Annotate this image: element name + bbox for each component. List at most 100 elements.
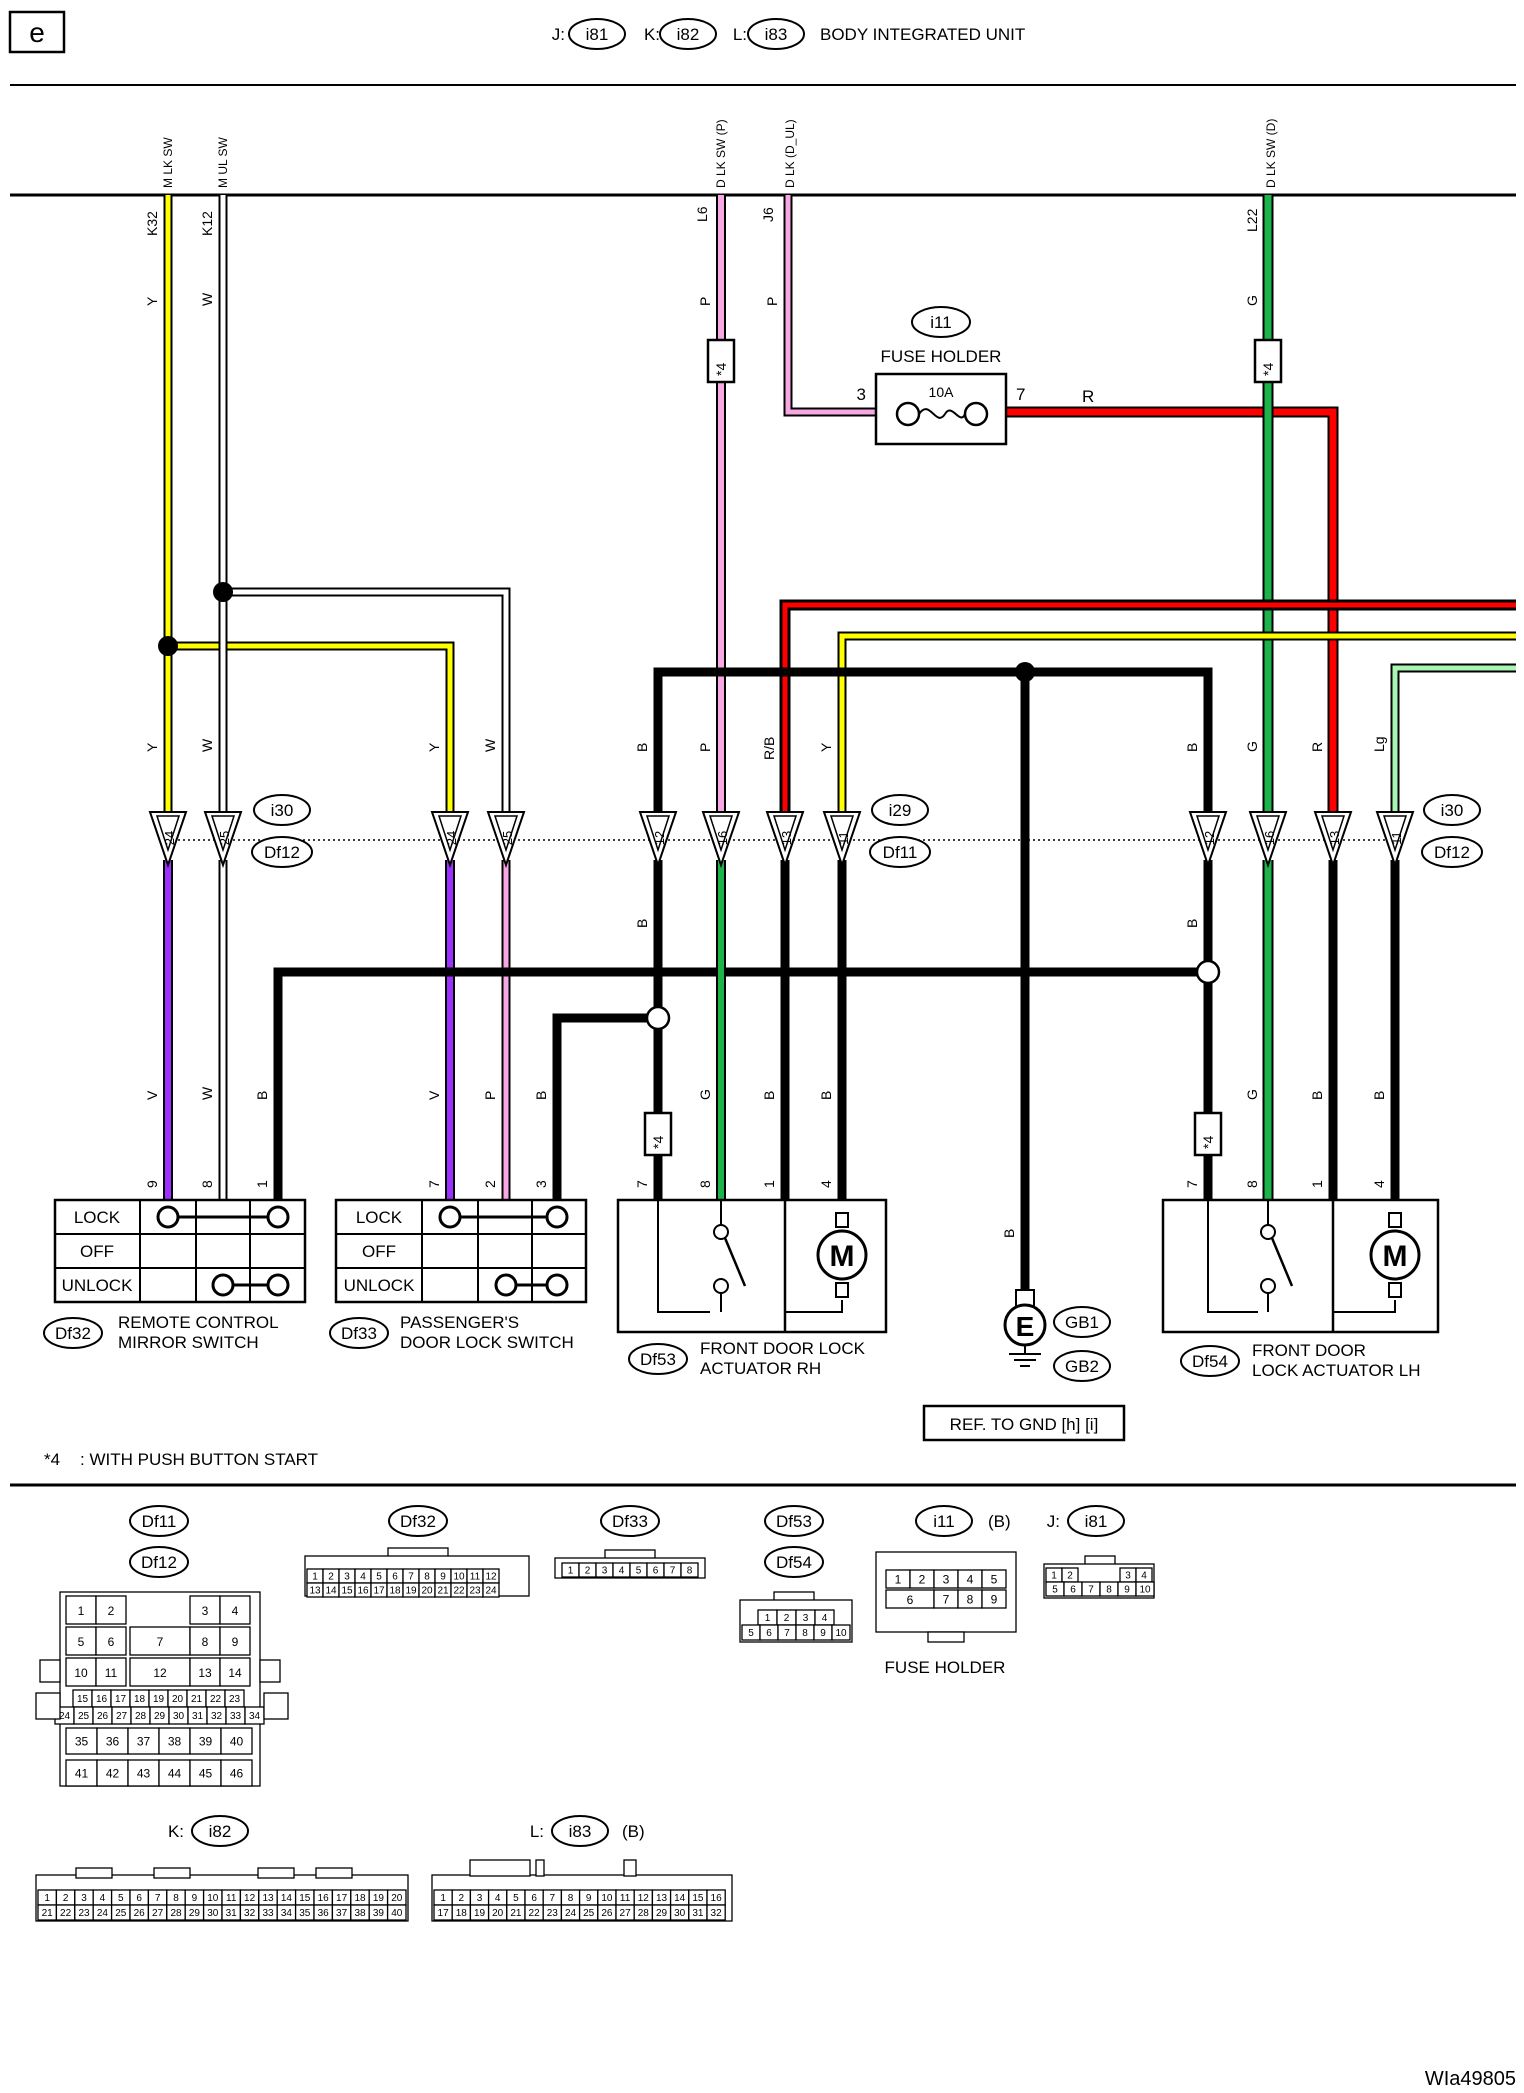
svg-text:*4: *4 <box>650 1136 666 1149</box>
svg-text:16: 16 <box>357 1586 369 1597</box>
svg-text:7: 7 <box>943 1592 950 1606</box>
svg-text:22: 22 <box>529 1908 541 1919</box>
connector-pin: 22 <box>450 1582 468 1598</box>
connector-pin: 7 <box>663 1562 682 1578</box>
svg-text:15: 15 <box>77 1694 89 1705</box>
connector-pin: 16 <box>354 1582 372 1598</box>
connector-pin: 2 <box>55 1889 76 1906</box>
svg-text:R: R <box>1082 387 1094 406</box>
connector-pin: 7 <box>933 1589 959 1609</box>
connector-pin: 8 <box>418 1568 436 1584</box>
svg-text:Y: Y <box>426 742 442 752</box>
connector-pin: 5 <box>629 1562 648 1578</box>
svg-text:30: 30 <box>207 1908 219 1919</box>
connector-pin: 3 <box>795 1609 816 1626</box>
svg-text:16: 16 <box>715 831 730 845</box>
svg-text:13: 13 <box>1327 831 1342 845</box>
svg-text:22: 22 <box>453 1586 465 1597</box>
connector-pin: 42 <box>96 1759 129 1787</box>
svg-text:5: 5 <box>118 1893 124 1904</box>
svg-text:16: 16 <box>96 1694 108 1705</box>
svg-text:18: 18 <box>389 1586 401 1597</box>
connector-pin: 11 <box>615 1889 635 1906</box>
svg-text:Df12: Df12 <box>264 843 300 862</box>
svg-text:8: 8 <box>802 1628 808 1639</box>
svg-text:21: 21 <box>437 1586 449 1597</box>
svg-text:J:: J: <box>1047 1512 1060 1531</box>
connector-pin: 6 <box>759 1624 779 1641</box>
connector-pin: 2 <box>1061 1567 1079 1583</box>
svg-text:2: 2 <box>459 1893 465 1904</box>
svg-text:32: 32 <box>244 1908 256 1919</box>
page-code: WIa49805 <box>1425 2068 1516 2090</box>
connector-pin: 5 <box>741 1624 761 1641</box>
svg-text:24: 24 <box>97 1908 109 1919</box>
connector-pin: 33 <box>225 1706 246 1725</box>
connector-pin: 13 <box>306 1582 324 1598</box>
svg-text:23: 23 <box>229 1694 241 1705</box>
svg-text:36: 36 <box>106 1734 120 1748</box>
svg-text:6: 6 <box>531 1893 537 1904</box>
connector-pin: 1 <box>65 1595 97 1625</box>
connector-pin: 28 <box>633 1904 654 1921</box>
connector-pin: 23 <box>542 1904 563 1921</box>
connector-pin: 12 <box>482 1568 500 1584</box>
svg-text:28: 28 <box>170 1908 182 1919</box>
svg-text:M LK SW: M LK SW <box>161 137 175 188</box>
svg-text:12: 12 <box>638 1893 650 1904</box>
svg-text:10: 10 <box>835 1628 847 1639</box>
connector-pin: 24 <box>482 1582 500 1598</box>
connector-pin: 3 <box>338 1568 356 1584</box>
svg-text:i81: i81 <box>1085 1512 1108 1531</box>
svg-text:12: 12 <box>652 831 667 845</box>
svg-text:27: 27 <box>152 1908 164 1919</box>
svg-text:3: 3 <box>344 1572 350 1583</box>
svg-text:25: 25 <box>217 831 232 845</box>
connector-pin: 9 <box>813 1624 833 1641</box>
svg-text:7: 7 <box>550 1893 556 1904</box>
svg-text:6: 6 <box>1070 1585 1076 1596</box>
svg-text:(B): (B) <box>988 1512 1011 1531</box>
svg-text:31: 31 <box>226 1908 238 1919</box>
junction-connectors: 24 25 24 25 12 16 13 <box>148 794 1483 869</box>
svg-text:i30: i30 <box>271 801 294 820</box>
connector-pin: 17 <box>370 1582 388 1598</box>
svg-text:Y: Y <box>818 742 834 752</box>
svg-text:29: 29 <box>656 1908 668 1919</box>
connector-pin: 16 <box>706 1889 726 1906</box>
connector-pin: 41 <box>65 1759 98 1787</box>
svg-text:i82: i82 <box>677 25 700 44</box>
connector-pin: 38 <box>158 1727 191 1755</box>
svg-text:B: B <box>1371 1091 1387 1100</box>
svg-text:43: 43 <box>137 1766 151 1780</box>
svg-text:24: 24 <box>565 1908 577 1919</box>
svg-text:23: 23 <box>469 1586 481 1597</box>
svg-text:11: 11 <box>470 1572 481 1583</box>
ground: E GB1 GB2 REF. TO GND [h] [i] <box>922 1289 1126 1442</box>
svg-text:4: 4 <box>822 1613 828 1624</box>
connector-pin: 4 <box>814 1609 835 1626</box>
svg-text:B: B <box>1309 1091 1325 1100</box>
svg-text:J6: J6 <box>760 207 776 222</box>
svg-text:DOOR LOCK SWITCH: DOOR LOCK SWITCH <box>400 1333 574 1352</box>
svg-text:10: 10 <box>74 1666 88 1680</box>
svg-text:11: 11 <box>1389 831 1404 845</box>
svg-text:Df54: Df54 <box>776 1553 812 1572</box>
svg-text:MIRROR SWITCH: MIRROR SWITCH <box>118 1333 259 1352</box>
svg-text:5: 5 <box>636 1566 642 1577</box>
svg-text:9: 9 <box>232 1635 239 1649</box>
connector-pin: 3 <box>469 1889 490 1906</box>
svg-text:38: 38 <box>168 1734 182 1748</box>
svg-text:7: 7 <box>408 1572 414 1583</box>
svg-text:11: 11 <box>836 831 851 845</box>
svg-text:4: 4 <box>100 1893 106 1904</box>
svg-text:FUSE HOLDER: FUSE HOLDER <box>881 347 1002 366</box>
connector-pin: 4 <box>1135 1567 1153 1583</box>
connector-pin: 9 <box>219 1626 251 1656</box>
connector-pin: 6 <box>524 1889 544 1906</box>
connector-pin: 2 <box>909 1569 935 1589</box>
svg-text:G: G <box>1244 741 1260 752</box>
svg-text:3: 3 <box>81 1893 87 1904</box>
connector-pin: 14 <box>219 1657 251 1687</box>
svg-text:31: 31 <box>192 1711 204 1722</box>
